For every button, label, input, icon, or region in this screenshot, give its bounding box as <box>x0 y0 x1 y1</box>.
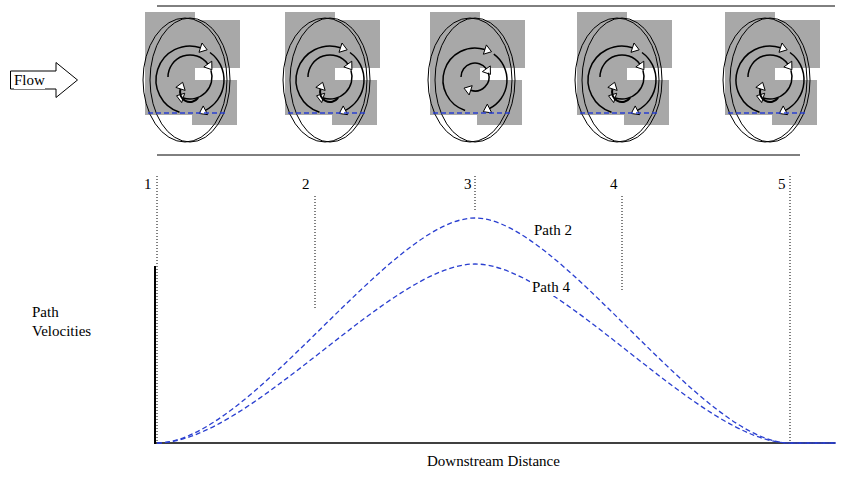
vortex-section <box>283 12 380 142</box>
flow-arrow: Flow <box>10 62 78 98</box>
node-text: Flow <box>14 72 45 89</box>
vortex-section <box>723 12 820 142</box>
vortex-section <box>143 12 240 142</box>
station-number: 1 <box>142 176 154 193</box>
axis-title: Downstream Distance <box>425 453 562 470</box>
curve-label: Path 4 <box>530 279 572 296</box>
vortex-section <box>575 12 672 142</box>
vortex-section <box>428 12 525 142</box>
station-number: 4 <box>608 176 620 193</box>
station-number: 3 <box>462 176 474 193</box>
curve-label: Path 2 <box>532 222 574 239</box>
axis-title: Path Velocities <box>30 303 104 341</box>
station-number: 2 <box>300 176 312 193</box>
station-number: 5 <box>776 176 788 193</box>
